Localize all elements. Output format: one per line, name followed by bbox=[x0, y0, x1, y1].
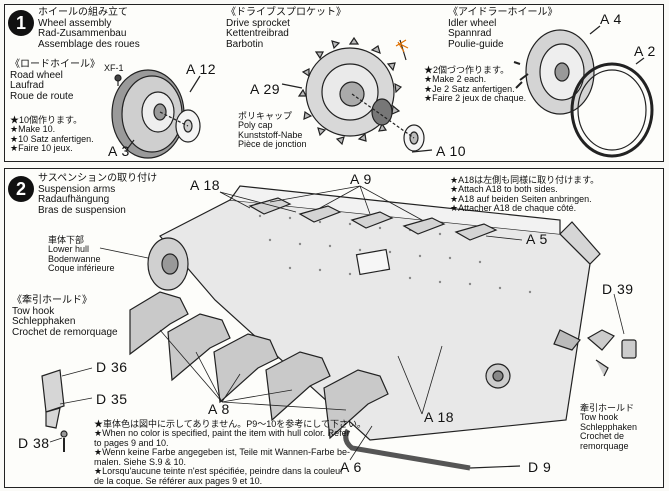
step1-number: 1 bbox=[8, 10, 34, 36]
a18-note: ★A18は左側も同様に取り付けます。★Attach A18 to both si… bbox=[450, 175, 600, 214]
part-a5-label: A 5 bbox=[526, 231, 548, 247]
part-a4-label: A 4 bbox=[600, 11, 622, 27]
suspension-arms-upper bbox=[248, 197, 498, 241]
part-a9-label: A 9 bbox=[350, 171, 372, 187]
part-a8-label: A 8 bbox=[208, 401, 230, 417]
idler-wheel-drawing bbox=[513, 25, 654, 158]
part-a12-label: A 12 bbox=[186, 61, 217, 77]
part-a29-label: A 29 bbox=[250, 81, 281, 97]
tow-hook-left-drawing bbox=[41, 369, 68, 452]
road-wheel-note: ★10個作ります。★Make 10.★10 Satz anfertigen.★F… bbox=[10, 115, 94, 154]
part-a2-label: A 2 bbox=[634, 43, 656, 59]
part-a3-label: A 3 bbox=[108, 143, 130, 159]
part-d36-label: D 36 bbox=[96, 359, 128, 375]
part-xf1-label: XF-1 bbox=[104, 63, 124, 73]
color-note: ★車体色は図中に示してありません。P9～10を参考にして下さい。★When no… bbox=[94, 419, 366, 486]
part-a18-bottom-label: A 18 bbox=[424, 409, 455, 425]
road-wheel-drawing bbox=[111, 69, 201, 159]
part-d9-label: D 9 bbox=[528, 459, 552, 475]
part-d39-label: D 39 bbox=[602, 281, 634, 297]
lower-hull-drawing bbox=[147, 185, 601, 441]
part-a18-top-label: A 18 bbox=[190, 177, 221, 193]
part-a6-label: A 6 bbox=[340, 459, 362, 475]
part-a10-label: A 10 bbox=[436, 143, 467, 159]
torsion-bar bbox=[343, 428, 471, 471]
drive-sprocket-drawing bbox=[281, 36, 433, 153]
suspension-arms-drawing bbox=[129, 291, 389, 440]
part-d38-label: D 38 bbox=[18, 435, 50, 451]
step2-number: 2 bbox=[8, 176, 34, 202]
idler-wheel-note: ★2個づつ作ります。★Make 2 each.★Je 2 Satz anfert… bbox=[424, 65, 527, 104]
part-d35-label: D 35 bbox=[96, 391, 128, 407]
tow-hook-right-drawing bbox=[586, 329, 637, 377]
